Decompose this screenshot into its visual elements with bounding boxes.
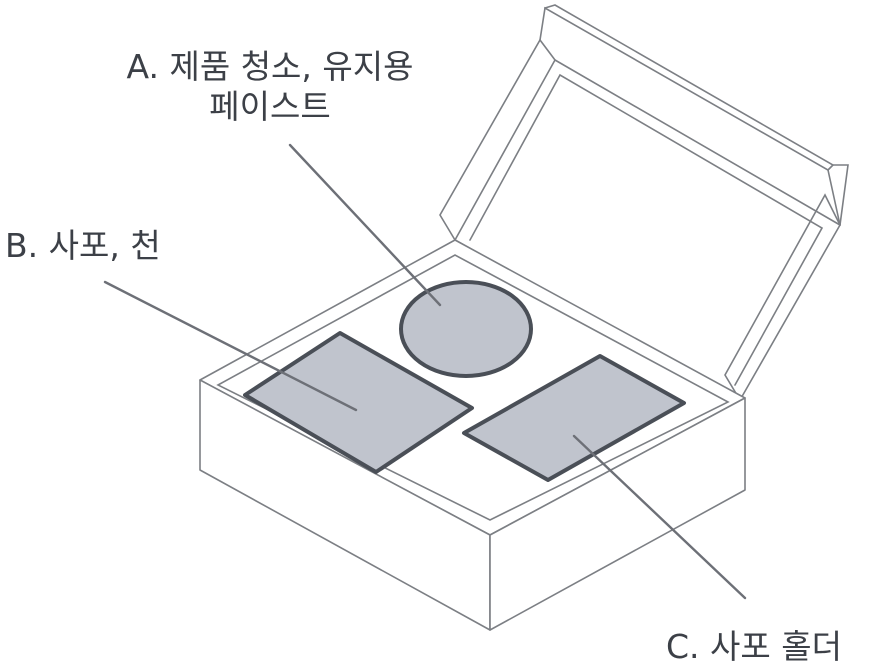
box-body xyxy=(199,239,746,631)
sandpaper-holder xyxy=(462,354,686,482)
label-b: B. 사포, 천 xyxy=(5,226,161,265)
leader-line-c xyxy=(572,434,747,600)
leader-line-b xyxy=(103,280,358,412)
sandpaper-cloth xyxy=(243,331,474,474)
label-c: C. 사포 홀더 xyxy=(666,627,842,666)
label-a-line2: 페이스트 xyxy=(209,87,330,126)
leader-line-a xyxy=(288,143,442,307)
label-a-line1: A. 제품 청소, 유지용 xyxy=(127,47,414,86)
box-lid xyxy=(439,4,849,401)
paste-container xyxy=(399,280,533,378)
